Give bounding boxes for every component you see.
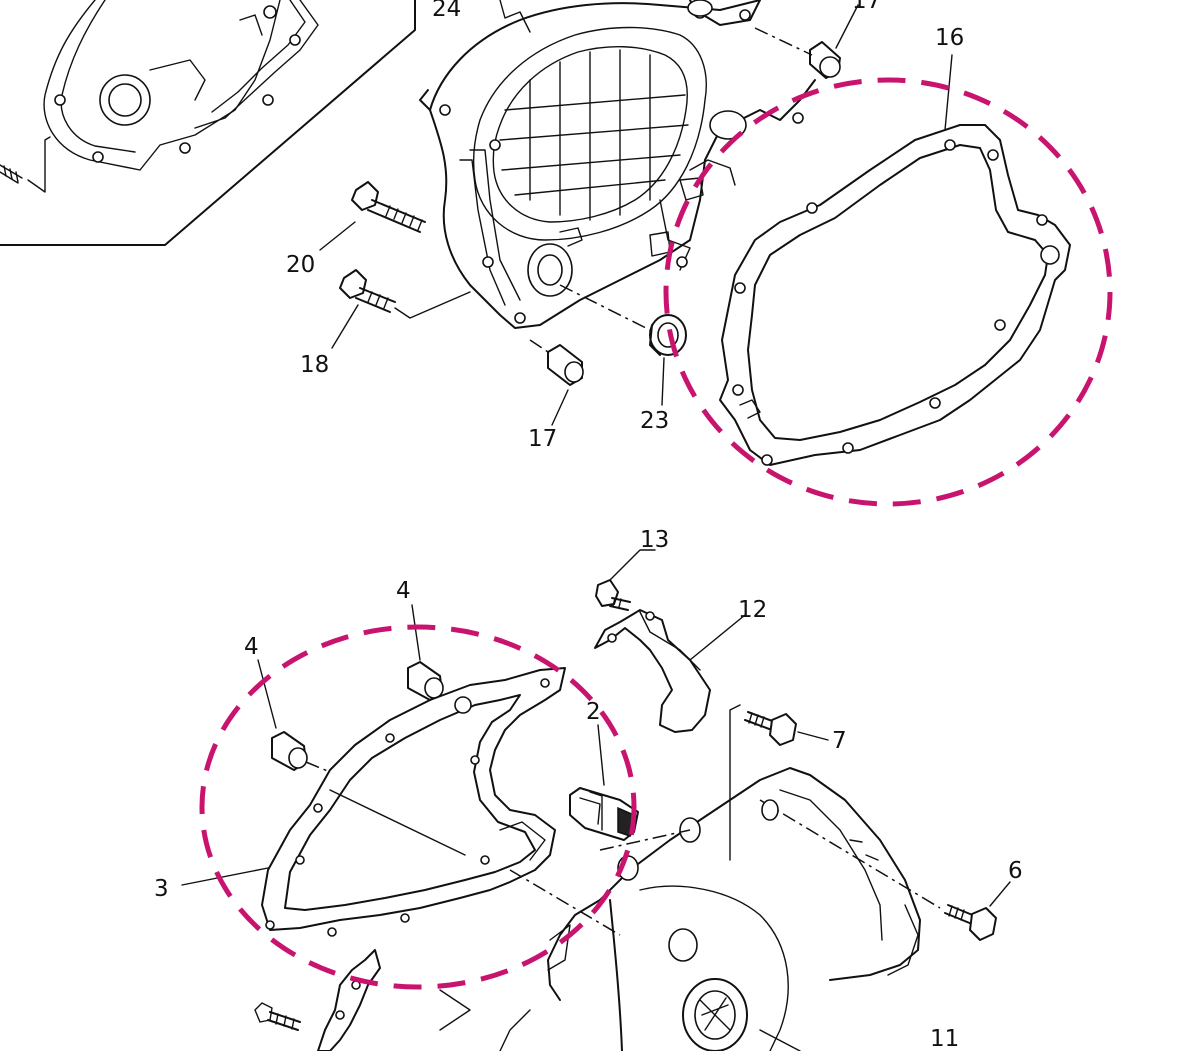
dowel-pin-17-top <box>754 4 859 79</box>
callout-20: 20 <box>286 252 315 278</box>
bolt-20 <box>319 181 426 251</box>
crankcase-adjacent <box>0 0 416 246</box>
callout-7: 7 <box>832 728 847 754</box>
callout-17: 17 <box>528 426 557 452</box>
crankcase-cover-24 <box>419 0 816 329</box>
callout-3: 3 <box>154 876 169 902</box>
callout-24: 24 <box>432 0 461 22</box>
callout-23: 23 <box>640 408 669 434</box>
callout-18: 18 <box>300 352 329 378</box>
dowel-pin-4-lower <box>257 659 331 773</box>
lower-cover-11 <box>509 767 921 1051</box>
highlight-gasket-16 <box>663 77 1113 507</box>
bolt-13 <box>595 549 656 611</box>
callout-13: 13 <box>640 527 669 553</box>
callout-2: 2 <box>586 699 601 725</box>
highlight-gasket-3 <box>199 624 637 990</box>
callout-17-top: 17 <box>852 0 881 14</box>
callout-4-upper: 4 <box>396 578 411 604</box>
leader-16 <box>944 54 953 131</box>
bottom-left-parts <box>254 924 571 1051</box>
bolt-6 <box>759 799 1011 941</box>
callout-4-lower: 4 <box>244 634 259 660</box>
gasket-16 <box>719 124 1071 466</box>
bracket-12 <box>594 609 746 733</box>
sensor-2 <box>569 724 639 841</box>
callout-11: 11 <box>930 1026 959 1051</box>
bolt-18 <box>331 269 471 349</box>
bolt-7 <box>729 704 829 861</box>
dowel-pin-4-upper <box>407 604 444 701</box>
callout-16: 16 <box>935 25 964 51</box>
callout-12: 12 <box>738 597 767 623</box>
gasket-3 <box>181 667 566 937</box>
callout-6: 6 <box>1008 858 1023 884</box>
dowel-pin-17 <box>529 339 584 426</box>
leader-24 <box>499 0 531 33</box>
